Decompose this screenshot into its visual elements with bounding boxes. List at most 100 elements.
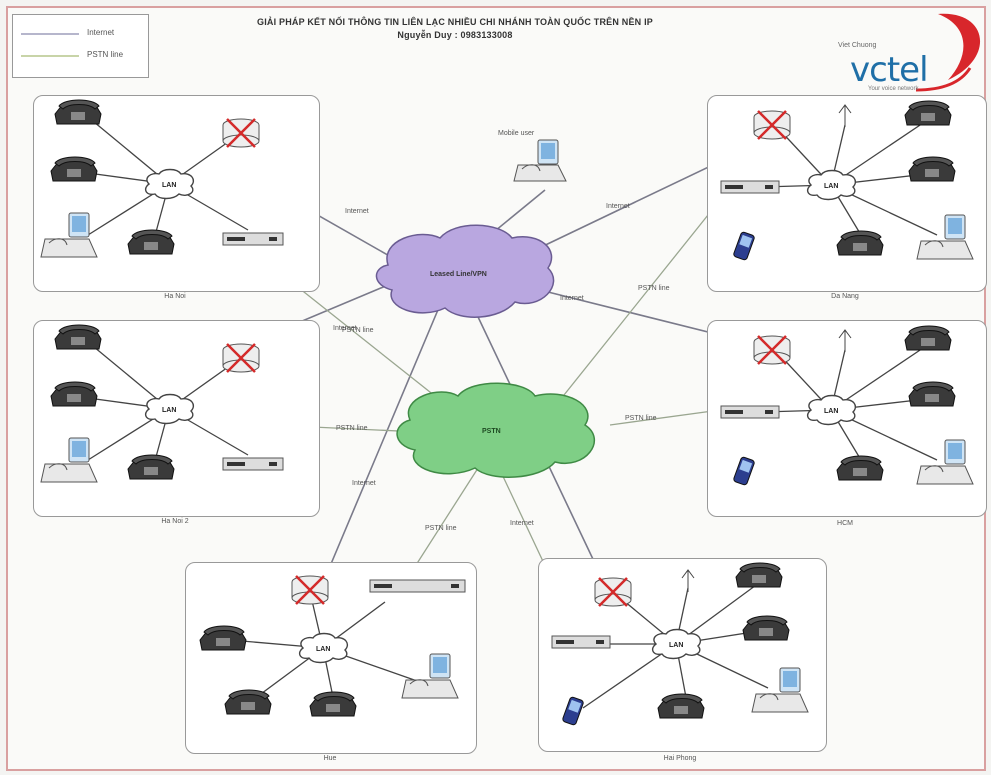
- site-hai-phong-phone-2: [735, 562, 783, 588]
- site-hcm-pc: [916, 439, 974, 485]
- pstn-label-5: PSTN line: [425, 525, 457, 532]
- site-caption-ha-noi: Ha Noi: [164, 293, 186, 300]
- legend-label-pstn: PSTN line: [87, 50, 124, 59]
- site-hcm-phone-3: [836, 455, 884, 481]
- site-ha-noi-2-phone-3: [127, 454, 175, 480]
- site-hai-phong-phone-1: [657, 693, 705, 719]
- site-da-nang-phone-3: [836, 230, 884, 256]
- site-hai-phong-lan: LAN: [651, 628, 702, 660]
- mobile-user-pc-icon: [513, 139, 567, 182]
- link-label-6: Internet: [510, 520, 534, 527]
- site-caption-da-nang: Da Nang: [831, 293, 859, 300]
- site-hue-gateway: [369, 579, 466, 593]
- site-ha-noi-2-gateway: [222, 457, 284, 471]
- mobile-user-label: Mobile user: [498, 130, 535, 137]
- link-hue-internet: [319, 304, 441, 591]
- site-ha-noi-phone-2: [50, 156, 98, 182]
- site-ha-noi-2-phone-1: [54, 324, 102, 350]
- legend-line-pstn: [21, 55, 79, 57]
- link-label-2: Internet: [333, 325, 357, 332]
- site-ha-noi-2-phone-2: [50, 381, 98, 407]
- site-ha-noi-2-pc: [40, 437, 98, 483]
- site-da-nang-phone-2: [908, 156, 956, 182]
- lan-label: LAN: [316, 646, 330, 653]
- lan-label: LAN: [669, 642, 683, 649]
- site-caption-ha-noi-2: Ha Noi 2: [161, 518, 189, 525]
- site-hai-phong-mobile: [562, 696, 584, 726]
- site-ha-noi-2-router: [222, 343, 260, 373]
- site-caption-hcm: HCM: [837, 520, 853, 527]
- logo-brand: vctel: [850, 50, 929, 90]
- site-hue-phone-2: [224, 689, 272, 715]
- site-hai-phong-gateway: [551, 635, 611, 649]
- site-ha-noi-2-lan: LAN: [144, 393, 195, 425]
- lan-label: LAN: [824, 408, 838, 415]
- site-da-nang-router: [753, 110, 791, 140]
- pstn-label-4: PSTN line: [625, 415, 657, 422]
- logo-tagline: Viet Chuong: [838, 42, 877, 49]
- site-da-nang-antenna-icon: [838, 104, 852, 127]
- diagram-title: GIẢI PHÁP KẾT NỐI THÔNG TIN LIÊN LẠC NHI…: [220, 16, 690, 42]
- site-hcm-phone-2: [908, 381, 956, 407]
- site-caption-hai-phong: Hai Phong: [663, 755, 697, 762]
- title-line-2: Nguyễn Duy : 0983133008: [397, 30, 513, 40]
- legend: Internet PSTN line: [12, 14, 149, 78]
- pstn-cloud: [396, 382, 596, 478]
- site-hcm-gateway: [720, 405, 780, 419]
- site-hai-phong: [538, 558, 827, 752]
- title-line-1: GIẢI PHÁP KẾT NỐI THÔNG TIN LIÊN LẠC NHI…: [257, 17, 653, 27]
- pstn-label-2: PSTN line: [336, 425, 368, 432]
- site-ha-noi-pc: [40, 212, 98, 258]
- internet-cloud: [375, 224, 555, 318]
- site-hue-pc: [401, 653, 459, 699]
- site-ha-noi-phone-3: [127, 229, 175, 255]
- site-ha-noi-phone-1: [54, 99, 102, 125]
- site-caption-hue: Hue: [323, 755, 337, 762]
- pstn-cloud-label: PSTN: [482, 428, 501, 435]
- lan-label: LAN: [824, 183, 838, 190]
- legend-item-pstn: PSTN line: [21, 49, 141, 63]
- site-ha-noi-router: [222, 118, 260, 148]
- legend-item-internet: Internet: [21, 27, 141, 41]
- site-hue-lan: LAN: [298, 632, 349, 664]
- lan-label: LAN: [162, 182, 176, 189]
- logo-swoosh: [915, 13, 981, 92]
- site-hue-router: [291, 575, 329, 605]
- site-hai-phong-antenna-icon: [681, 569, 695, 592]
- site-hai-phong-phone-3: [742, 615, 790, 641]
- site-da-nang-phone-1: [904, 100, 952, 126]
- link-label-4: Internet: [560, 295, 584, 302]
- pstn-dn: [559, 199, 721, 401]
- site-hcm-mobile: [733, 456, 755, 486]
- site-hai-phong-pc: [751, 667, 809, 713]
- site-hcm-phone-1: [904, 325, 952, 351]
- site-ha-noi-gateway: [222, 232, 284, 246]
- site-da-nang-pc: [916, 214, 974, 260]
- site-da-nang-gateway: [720, 180, 780, 194]
- logo-sub: Your voice network: [868, 86, 919, 92]
- link-label-5: Internet: [352, 480, 376, 487]
- site-hcm-lan: LAN: [806, 394, 857, 426]
- site-ha-noi: [33, 95, 320, 292]
- site-hcm-antenna-icon: [838, 329, 852, 352]
- link-label-3: Internet: [606, 203, 630, 210]
- site-hue-phone-3: [309, 691, 357, 717]
- legend-label-internet: Internet: [87, 28, 115, 37]
- pstn-label-3: PSTN line: [638, 285, 670, 292]
- pstn-hcm: [609, 409, 721, 426]
- pstn-label-1: PSTN line: [342, 327, 374, 334]
- lan-label: LAN: [162, 407, 176, 414]
- site-da-nang-lan: LAN: [806, 169, 857, 201]
- legend-line-internet: [21, 33, 79, 35]
- internet-cloud-label: Leased Line/VPN: [430, 271, 487, 278]
- site-da-nang-mobile: [733, 231, 755, 261]
- site-ha-noi-lan: LAN: [144, 168, 195, 200]
- site-hue-phone-1: [199, 625, 247, 651]
- site-hcm-router: [753, 335, 791, 365]
- vctel-logo: Viet Chuong vctel Your voice network: [820, 8, 990, 93]
- site-hai-phong-router: [594, 577, 632, 607]
- link-label-1: Internet: [345, 208, 369, 215]
